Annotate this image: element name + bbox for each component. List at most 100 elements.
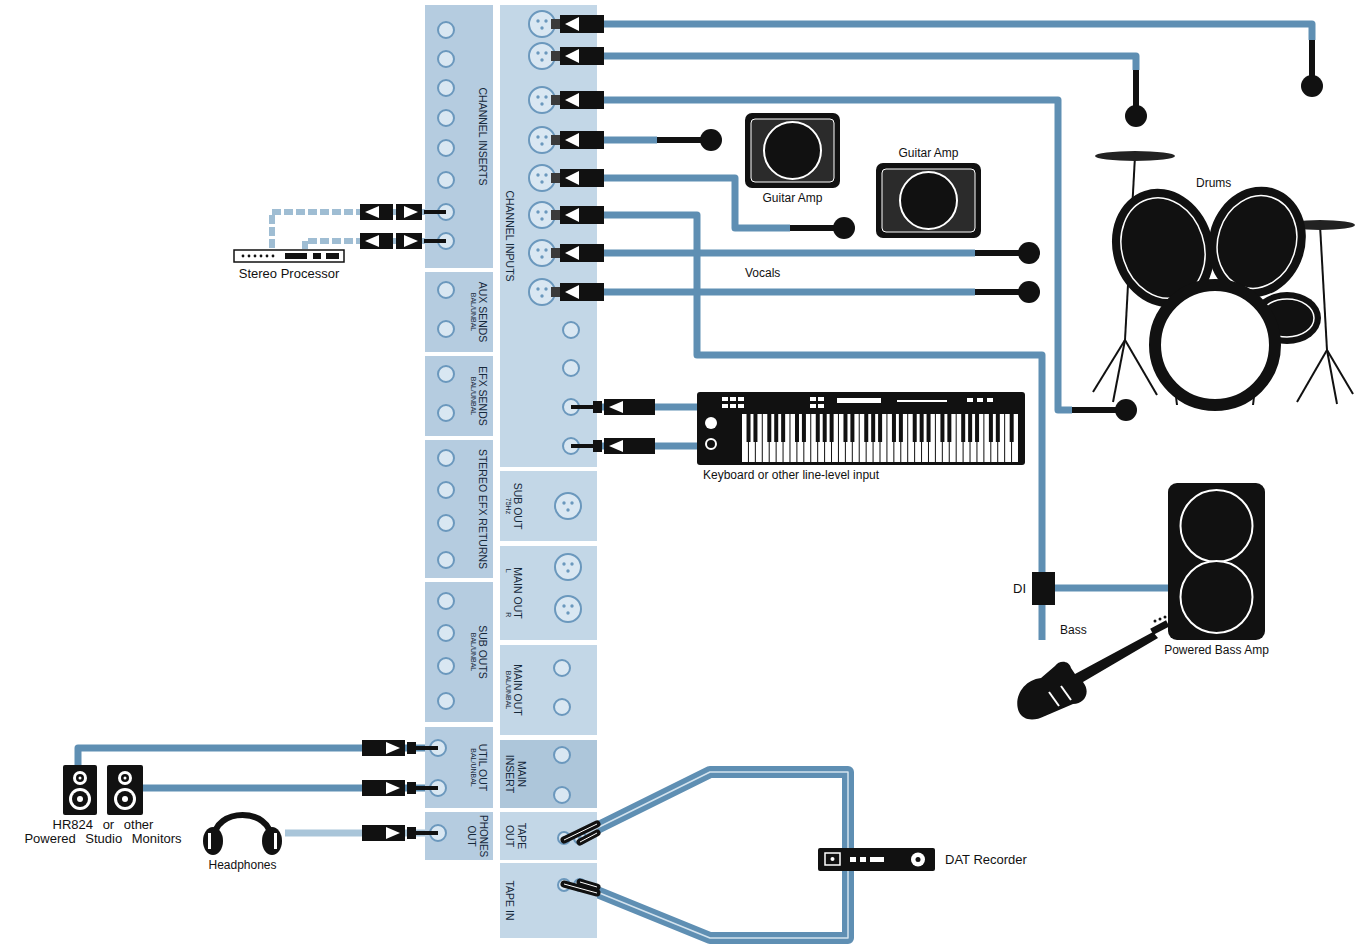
jack-panel-part-part <box>571 444 593 448</box>
panel-section: MAIN INSERT <box>500 740 597 808</box>
jack-panel-part-part <box>566 611 569 614</box>
jack-panel-part-part <box>544 248 547 251</box>
bass-guitar-art-part <box>1159 618 1162 621</box>
keyboard-art-part <box>722 404 728 408</box>
panel-label: MAIN INSERT <box>500 740 597 808</box>
studio-monitors-art-part <box>107 765 143 815</box>
keyboard-art-part <box>706 439 716 449</box>
section-subtitle: L <box>504 569 512 573</box>
jack-panel-part-part <box>438 693 454 709</box>
studio-monitors-art-part <box>76 774 84 782</box>
jack-panel-part-part <box>386 742 400 754</box>
cable-divider <box>597 772 848 848</box>
jack-panel-part-part <box>438 658 454 674</box>
microphone <box>975 281 1040 303</box>
bass-guitar-art-part <box>1154 620 1157 623</box>
device-label: DI <box>1013 581 1026 597</box>
bass-amp-art <box>1168 483 1265 640</box>
stereo-processor-art-part <box>272 255 275 258</box>
section-subtitle-row: BAL/UNBAL <box>469 585 477 719</box>
jack-panel-part-part <box>566 508 569 511</box>
jack-panel-part-part <box>438 321 454 337</box>
panel-section: SUB OUT75Hz <box>500 471 597 541</box>
section-subtitle-row: BAL/UNBAL <box>469 730 477 805</box>
jack-panel-part-part <box>544 51 547 54</box>
keyboard-art-part <box>738 404 744 408</box>
jack-panel-part-part <box>554 699 570 715</box>
keyboard-art-part <box>850 414 854 442</box>
microphone <box>975 242 1040 264</box>
drum-kit-art-part-part <box>1320 225 1327 350</box>
jack-panel-part-part <box>565 49 579 63</box>
device-label: Headphones <box>208 858 276 872</box>
bass-amp-art-part <box>1168 483 1265 640</box>
stereo-processor-art-part <box>254 255 257 258</box>
di-box: DI <box>1032 572 1055 605</box>
microphone <box>657 129 722 151</box>
cable-divider <box>597 871 848 938</box>
keyboard-art-part <box>897 400 947 402</box>
device-label: Keyboard or other line-level input <box>703 468 879 482</box>
headphones-art-part <box>214 815 271 839</box>
drum-kit-art-part <box>1093 156 1353 405</box>
jack-panel-part-part <box>551 210 561 220</box>
jack-panel-part-part <box>544 135 547 138</box>
studio-monitors-art-part <box>79 777 82 780</box>
jack-panel-part-part <box>438 22 454 38</box>
microphone-part <box>1133 70 1139 106</box>
jack-panel-part-part <box>560 91 604 109</box>
jack-panel-part-part <box>438 366 454 382</box>
jack-panel-part-part <box>438 51 454 67</box>
jack-panel-part <box>555 554 581 622</box>
keyboard-art-part <box>823 414 827 442</box>
mic-cable <box>604 289 975 296</box>
cable <box>1055 585 1168 592</box>
section-title: STEREO EFX RETURNS <box>477 443 489 575</box>
keyboard-art-part <box>878 414 882 442</box>
device-label: Guitar Amp <box>898 146 958 160</box>
mic-cable <box>604 100 1072 410</box>
microphone-part <box>1072 407 1116 413</box>
jack-panel-part-part <box>362 780 405 796</box>
microphone-part <box>790 225 834 231</box>
keyboard-art-part <box>816 414 820 442</box>
jack-panel-part-part <box>593 440 602 452</box>
jack-panel-part-part <box>360 204 393 220</box>
jack-panel-part-part <box>416 786 438 790</box>
jack-panel-part-part <box>544 287 547 290</box>
mic-cable <box>604 250 975 257</box>
microphone <box>1072 399 1137 421</box>
guitar-amp-art-part <box>764 122 821 179</box>
section-title: UTIL OUT <box>477 730 489 805</box>
panel-section: CHANNEL INPUTS <box>500 5 597 467</box>
jack-panel-part-part <box>571 405 593 409</box>
jack-panel-part-part <box>424 210 446 214</box>
dat-recorder-art-part <box>831 857 835 861</box>
keyboard-art-part <box>927 414 931 442</box>
jack-panel-part-part <box>438 80 454 96</box>
jack-panel-part-part <box>365 235 379 247</box>
jack-panel-part-part <box>438 552 454 568</box>
jack-panel-part-part <box>570 604 573 607</box>
microphone-part <box>657 137 701 143</box>
section-subtitle: BAL/UNBAL <box>504 671 512 710</box>
jack-panel-part-part <box>438 625 454 641</box>
jack-panel-part-part <box>560 283 604 301</box>
guitar-amp-art-part <box>876 163 981 238</box>
bass-guitar-art-part <box>1061 686 1071 700</box>
keyboard-art-part <box>996 414 1000 442</box>
jack-panel-part-part <box>560 169 604 187</box>
headphones: Headphones <box>200 805 285 855</box>
section-title: CHANNEL INPUTS <box>504 8 516 464</box>
bass-guitar-art-part <box>1150 620 1169 635</box>
stereo-processor: Stereo Processor <box>233 249 345 263</box>
jack-panel-part-part <box>396 233 422 249</box>
jack-panel-part-part <box>424 239 446 243</box>
jack-panel-part <box>554 660 570 715</box>
jack-panel-part-part <box>540 294 543 297</box>
drum-kit-art-part-part <box>1297 350 1327 402</box>
section-title: AUX SENDS <box>477 275 489 349</box>
jack-panel-part-part <box>544 95 547 98</box>
panel-section: UTIL OUTBAL/UNBAL <box>425 727 493 808</box>
